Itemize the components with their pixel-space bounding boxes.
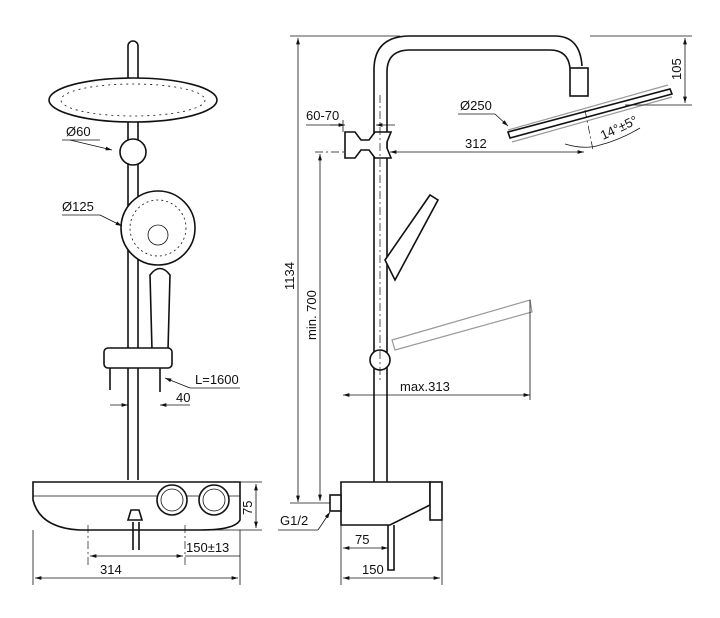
overhead-head xyxy=(506,88,674,139)
thermostat-knob-left xyxy=(156,484,188,516)
front-view xyxy=(32,40,241,565)
dim-head-drop: 105 xyxy=(669,58,684,80)
dim-hose-length: L=1600 xyxy=(195,372,239,387)
dim-arm-projection: 312 xyxy=(465,136,487,151)
side-view xyxy=(329,35,674,571)
riser-pole xyxy=(127,40,139,480)
front-dimensions: Ø60 Ø125 L=1600 40 75 150±13 314 xyxy=(32,124,262,585)
outlet xyxy=(126,509,144,521)
dim-connection-thread: G1/2 xyxy=(280,513,308,528)
dim-inlet-spacing: 150±13 xyxy=(186,540,229,555)
hand-shower-side xyxy=(384,193,440,282)
dim-total-height: 1134 xyxy=(282,262,297,290)
hand-shower-handle xyxy=(149,267,171,351)
head-joint xyxy=(569,67,589,97)
overhead-connector xyxy=(119,138,147,166)
dim-outlet-distance: 75 xyxy=(355,532,369,547)
dim-thermostat-height: 75 xyxy=(240,501,255,515)
thermostat-knob-side xyxy=(429,481,443,521)
overhead-shower xyxy=(48,77,218,123)
side-dimensions: 1134 min. 700 60-70 312 Ø250 14°±5° 105 … xyxy=(278,35,692,585)
dim-hand-shower-reach: max.313 xyxy=(400,379,450,394)
dim-min-inlet-height: min. 700 xyxy=(304,290,319,340)
thermostat-side xyxy=(340,481,431,526)
thermostat-knob-right xyxy=(198,484,230,516)
dim-thermostat-width: 314 xyxy=(100,562,122,577)
wall-connector xyxy=(329,494,342,512)
hand-shower-head xyxy=(120,190,196,266)
dim-thermostat-depth: 150 xyxy=(362,562,384,577)
dim-tilt-angle: 14°±5° xyxy=(598,113,640,143)
shower-arm-outer xyxy=(373,35,583,482)
dim-wall-bracket: 60-70 xyxy=(306,108,339,123)
dim-hand-shower-diameter: Ø125 xyxy=(62,199,94,214)
dim-handle-offset: 40 xyxy=(176,390,190,405)
dim-head-diameter: Ø250 xyxy=(460,98,492,113)
thermostat-body xyxy=(32,481,241,531)
dim-overhead-diameter: Ø60 xyxy=(66,124,91,139)
slider xyxy=(103,347,173,369)
wall-bracket xyxy=(344,131,393,159)
